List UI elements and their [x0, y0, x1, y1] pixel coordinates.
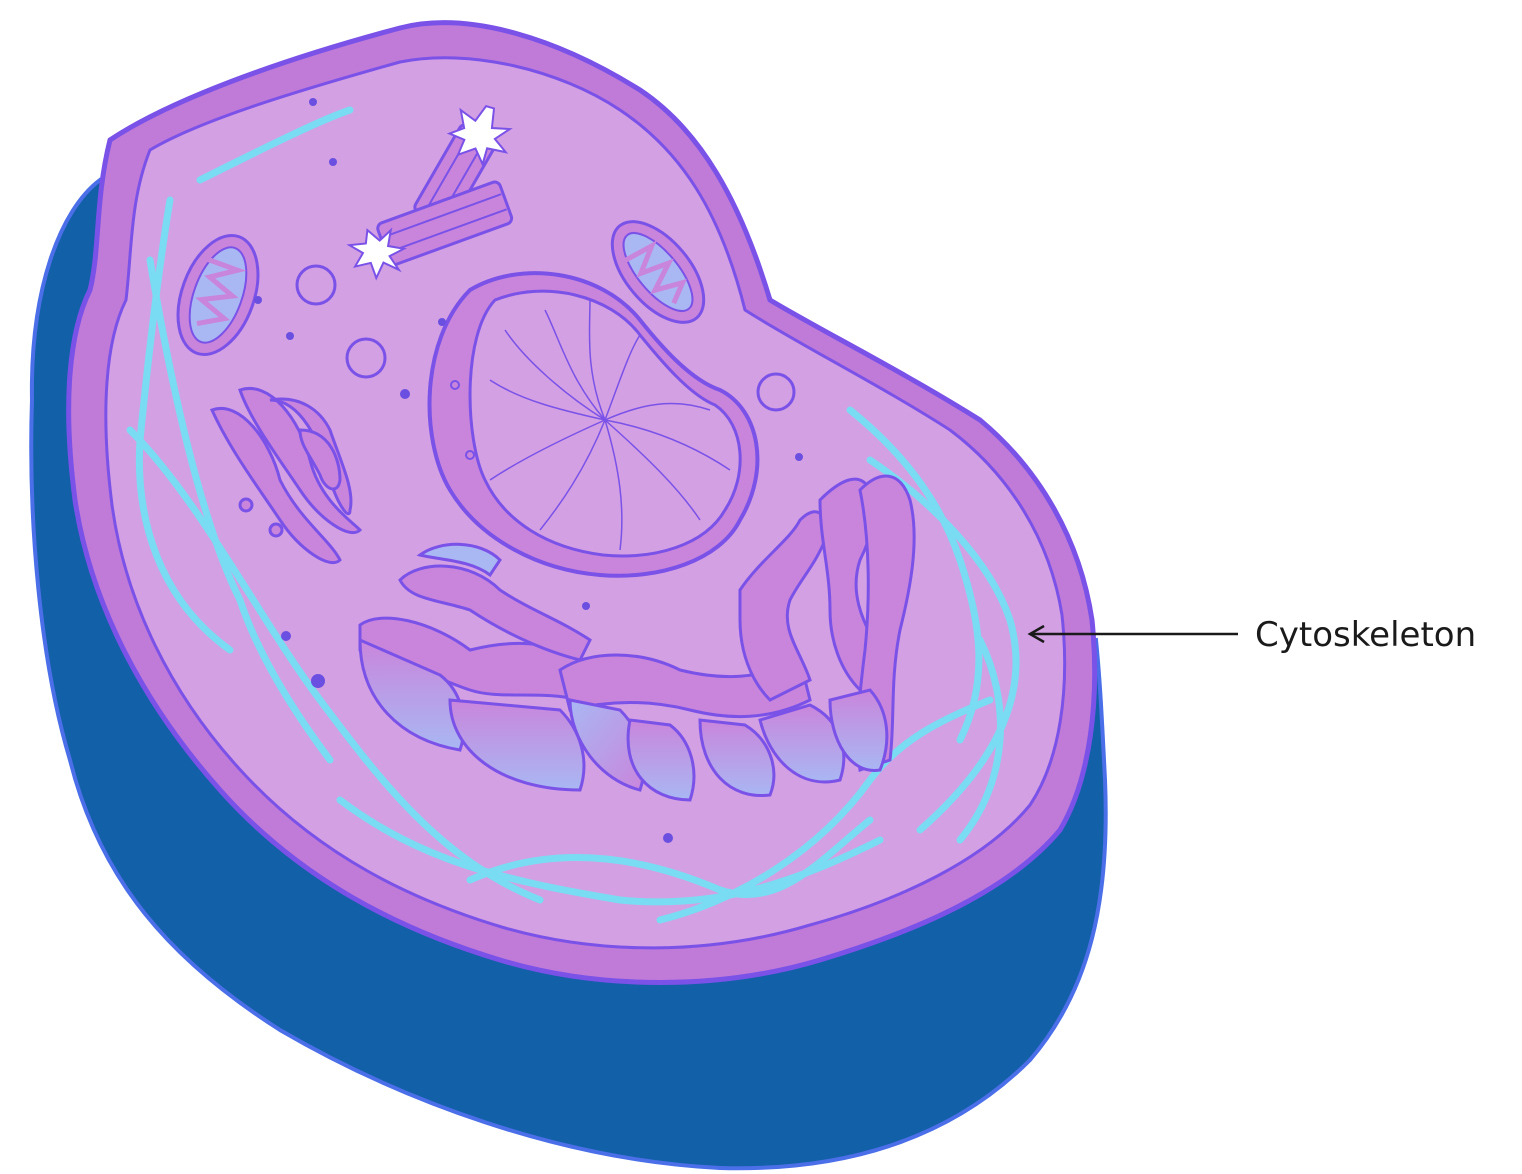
- ribosome: [329, 158, 337, 166]
- vesicle: [758, 374, 794, 410]
- ribosome: [254, 296, 262, 304]
- ribosome: [438, 318, 446, 326]
- ribosome: [582, 602, 590, 610]
- ribosome: [281, 631, 291, 641]
- ribosome: [795, 453, 803, 461]
- ribosome: [311, 674, 325, 688]
- ribosome: [286, 332, 294, 340]
- vesicle: [347, 339, 385, 377]
- ribosome: [309, 98, 317, 106]
- ribosome: [663, 833, 673, 843]
- ribosome: [400, 389, 410, 399]
- cytoskeleton-label: Cytoskeleton: [1255, 615, 1476, 655]
- vesicle: [297, 266, 335, 304]
